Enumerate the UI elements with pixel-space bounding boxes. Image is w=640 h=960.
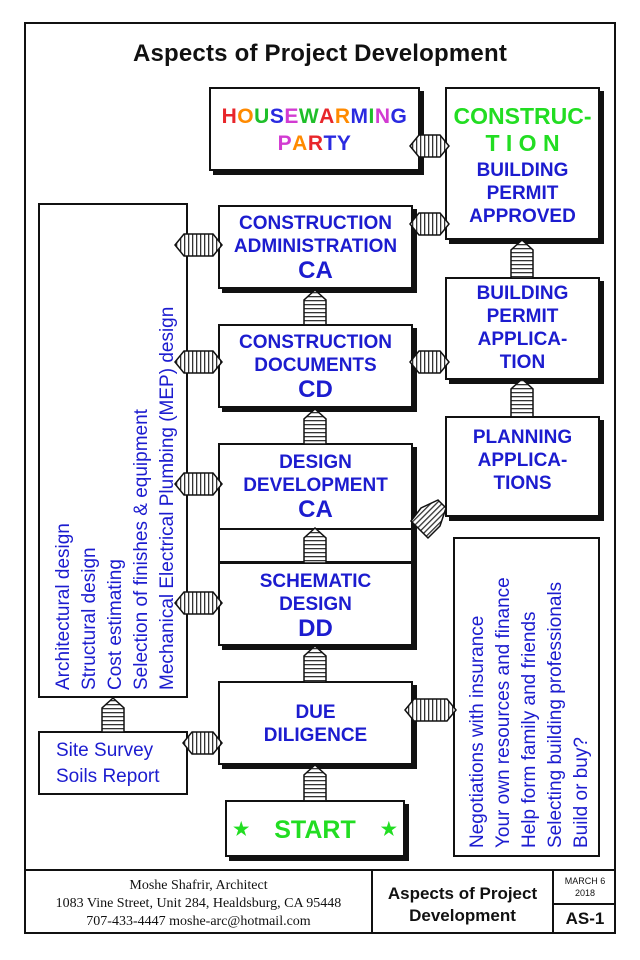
ca-abbr: CA	[298, 257, 333, 284]
double-arrow	[174, 350, 223, 374]
sheet-number: AS-1	[565, 909, 605, 928]
due-line-1: DUE	[295, 702, 336, 723]
party-letter: T	[323, 132, 337, 155]
double-arrow	[174, 233, 223, 257]
party-letter: N	[374, 105, 391, 128]
construction-permit-approved-box: CONSTRUC- T I O N BUILDING PERMIT APPROV…	[445, 87, 600, 240]
housewarming-party-box: HOUSEWARMING PARTY	[209, 87, 420, 171]
pa-line-1: PLANNING	[472, 427, 573, 448]
footer-divider-1	[371, 869, 373, 934]
construction-documents-box: CONSTRUCTION DOCUMENTS CD	[218, 324, 413, 408]
dd-abbr: CA	[298, 496, 333, 523]
design-list-box	[38, 203, 188, 698]
sheet-title-line-2: Development	[409, 906, 516, 925]
diagonal-arrow	[410, 499, 447, 540]
double-arrow	[182, 731, 223, 755]
permit-label: PERMIT	[486, 183, 559, 204]
housewarming-line: HOUSEWARMING	[211, 103, 418, 130]
up-arrow	[303, 526, 327, 564]
ca-line-1: CONSTRUCTION	[238, 213, 393, 234]
bpa-line-2: PERMIT	[486, 306, 559, 327]
party-letter: Y	[336, 132, 352, 155]
up-arrow	[303, 763, 327, 802]
party-letter: S	[269, 105, 285, 128]
date-line-1: MARCH 6	[564, 876, 606, 886]
cd-line-2: DOCUMENTS	[254, 355, 377, 376]
sd-line-1: SCHEMATIC	[259, 571, 372, 592]
footer-top-line	[24, 869, 616, 871]
sheet-title: Aspects of Project Development	[373, 883, 552, 927]
dd-line-1: DESIGN	[279, 452, 352, 473]
double-arrow	[174, 472, 223, 496]
party-letter: U	[254, 105, 270, 128]
architect-address: 1083 Vine Street, Unit 284, Healdsburg, …	[55, 896, 342, 911]
finance-list-box	[453, 537, 600, 857]
party-letter: A	[319, 105, 335, 128]
star-icon: ★	[380, 819, 397, 839]
party-letter: I	[368, 105, 375, 128]
start-label: START	[274, 816, 356, 844]
construction-label-2: T I O N	[485, 130, 560, 156]
pa-line-3: TIONS	[493, 473, 552, 494]
double-arrow	[409, 134, 450, 158]
due-line-2: DILIGENCE	[263, 725, 368, 746]
sheet-title-line-1: Aspects of Project	[387, 884, 538, 903]
architect-name: Moshe Shafrir, Architect	[129, 878, 268, 893]
dd-line-2: DEVELOPMENT	[243, 475, 388, 496]
bpa-line-4: TION	[499, 352, 546, 373]
party-letter: O	[237, 105, 255, 128]
footer-divider-3	[552, 903, 616, 905]
up-arrow	[303, 644, 327, 683]
double-arrow	[409, 350, 450, 374]
bpa-line-3: APPLICA-	[477, 329, 568, 350]
cd-line-1: CONSTRUCTION	[238, 332, 393, 353]
party-letter: R	[334, 105, 351, 128]
soils-report-label: Soils Report	[56, 766, 160, 787]
party-letter: M	[350, 105, 369, 128]
party-letter: R	[307, 132, 324, 155]
pa-line-2: APPLICA-	[477, 450, 568, 471]
page-title: Aspects of Project Development	[132, 40, 508, 67]
date-line-2: 2018	[574, 888, 596, 898]
party-letter: W	[298, 105, 320, 128]
double-arrow	[174, 591, 223, 615]
sd-abbr: DD	[298, 615, 333, 642]
start-content: ★ START ★	[227, 814, 403, 845]
star-icon: ★	[233, 819, 250, 839]
approved-label: APPROVED	[469, 206, 576, 227]
bpa-line-1: BUILDING	[476, 283, 569, 304]
architect-contact: 707-433-4447 moshe-arc@hotmail.com	[86, 914, 311, 929]
site-survey-box: Site Survey Soils Report	[38, 731, 188, 795]
party-letter: H	[221, 105, 238, 128]
architect-info: Moshe Shafrir, Architect 1083 Vine Stree…	[26, 877, 371, 931]
sd-line-2: DESIGN	[279, 594, 352, 615]
up-arrow	[510, 377, 534, 418]
construction-label: CONSTRUC-	[453, 103, 592, 129]
up-arrow	[101, 696, 125, 733]
up-arrow	[510, 238, 534, 279]
double-arrow	[409, 212, 450, 236]
party-letter: G	[390, 105, 408, 128]
ca-line-2: ADMINISTRATION	[233, 236, 398, 257]
double-arrow	[404, 698, 457, 722]
up-arrow	[303, 407, 327, 445]
party-letter: P	[277, 132, 293, 155]
party-letter: E	[284, 105, 299, 128]
construction-administration-box: CONSTRUCTION ADMINISTRATION CA	[218, 205, 413, 289]
party-letter: A	[292, 132, 308, 155]
building-label: BUILDING	[476, 160, 569, 181]
site-survey-label: Site Survey	[56, 740, 154, 761]
sheet-date: MARCH 6 2018	[554, 875, 616, 899]
footer-divider-2	[552, 869, 554, 934]
cd-abbr: CD	[298, 376, 333, 403]
party-line: PARTY	[211, 130, 418, 157]
up-arrow	[303, 288, 327, 326]
